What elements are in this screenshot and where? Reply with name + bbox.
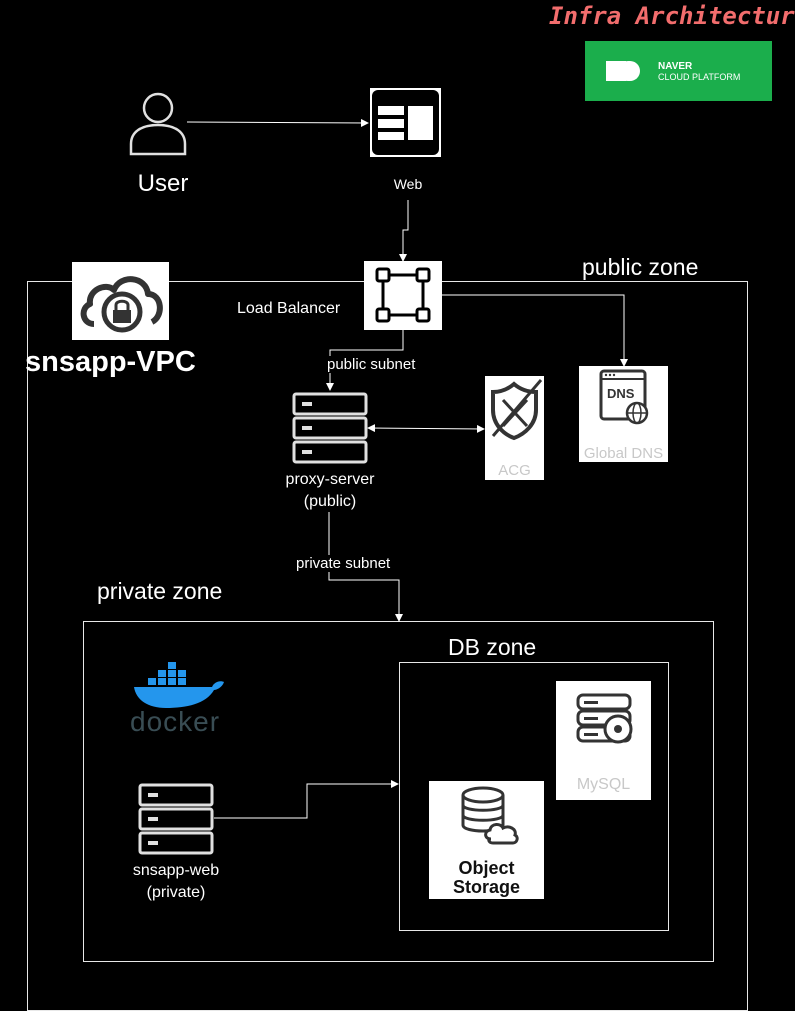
db-zone-boundary (399, 662, 669, 931)
docker-logo: docker (128, 660, 228, 740)
diagram-title: Infra Architecture (549, 2, 795, 30)
naver-logo-circle (618, 61, 640, 81)
database-cloud-icon (461, 786, 519, 845)
svg-text:DNS: DNS (607, 386, 635, 401)
mysql-label: MySQL (576, 776, 631, 793)
docker-whale-icon (134, 662, 224, 708)
proxy-server-node (292, 392, 368, 464)
global-dns-label: Global DNS (583, 445, 664, 462)
server-icon (138, 783, 214, 855)
vpc-label: snsapp-VPC (25, 346, 196, 378)
user-icon (129, 92, 187, 156)
db-server-icon (576, 693, 633, 744)
edge-web-lb (399, 200, 409, 262)
shield-icon (491, 379, 543, 441)
user-label: User (137, 170, 189, 197)
mysql-node: MySQL (556, 681, 651, 800)
acg-label: ACG (498, 462, 531, 479)
web-node (370, 88, 441, 157)
object-storage-label-line2: Storage (452, 877, 521, 897)
brand-line2: CLOUD PLATFORM (658, 72, 741, 82)
global-dns-node: DNS Global DNS (579, 366, 668, 462)
db-zone-label: DB zone (448, 634, 537, 660)
proxy-label-line2: (public) (303, 493, 357, 510)
docker-label: docker (130, 706, 221, 737)
edge-proxy-private (328, 512, 403, 622)
snsapp-web-label-line1: snsapp-web (132, 862, 220, 879)
naver-cloud-logo: NAVER CLOUD PLATFORM (585, 41, 772, 101)
proxy-label-line1: proxy-server (285, 471, 375, 488)
vpc-node (72, 262, 169, 340)
load-balancer-node (364, 261, 442, 330)
object-storage-node: Object Storage (429, 781, 544, 899)
load-balancer-label: Load Balancer (237, 300, 341, 317)
snsapp-web-node (138, 783, 214, 855)
web-label: Web (393, 176, 423, 192)
load-balancer-icon (375, 267, 431, 323)
private-zone-label: private zone (97, 578, 223, 604)
acg-node: ACG (485, 376, 544, 480)
edge-proxy-acg (367, 424, 485, 433)
private-subnet-label: private subnet (294, 555, 393, 572)
cloud-lock-icon (80, 276, 163, 333)
public-subnet-label: public subnet (325, 356, 418, 373)
server-icon (292, 392, 368, 464)
snsapp-web-label-line2: (private) (146, 884, 206, 901)
web-layout-icon (372, 90, 439, 155)
user-node (127, 90, 189, 156)
edge-lb-dns (441, 294, 628, 367)
edge-web-db (214, 780, 399, 819)
object-storage-label-line1: Object (458, 858, 515, 878)
brand-line1: NAVER (658, 61, 693, 72)
public-zone-label: public zone (582, 254, 699, 280)
dns-icon: DNS (599, 369, 649, 425)
edge-user-web (186, 118, 369, 127)
